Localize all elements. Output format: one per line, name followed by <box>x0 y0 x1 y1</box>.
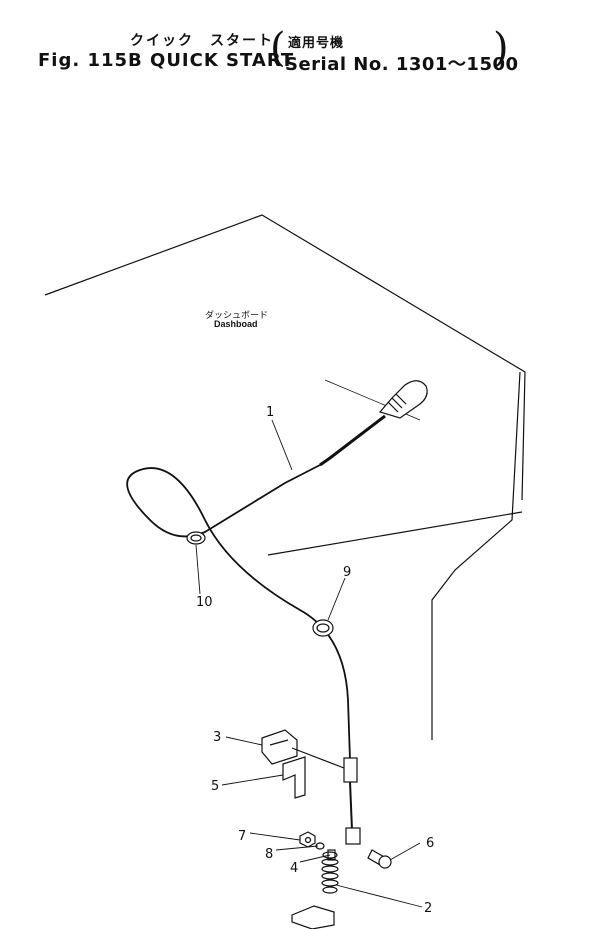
callout-6: 6 <box>426 836 434 851</box>
dashboard-lower-edge <box>267 511 523 556</box>
clamp-10-shape <box>186 531 206 545</box>
cable-main <box>126 464 351 761</box>
spring-2-shape <box>321 851 339 894</box>
cable-end-fitting <box>343 757 358 783</box>
leader-7 <box>249 832 301 841</box>
leader-10 <box>195 544 201 595</box>
callout-5: 5 <box>211 779 219 794</box>
callout-4: 4 <box>290 861 298 876</box>
callout-3: 3 <box>213 730 221 745</box>
callout-2: 2 <box>424 901 432 916</box>
leader-6 <box>389 842 421 861</box>
leader-2 <box>335 884 423 908</box>
leader-4 <box>299 854 331 863</box>
dashboard-side-edge <box>431 371 521 740</box>
leader-9 <box>327 577 346 621</box>
title-english: Fig. 115B QUICK START <box>38 50 295 71</box>
nut-7-shape <box>299 831 316 848</box>
callout-9: 9 <box>343 565 351 580</box>
open-paren: ( <box>270 25 286 71</box>
leader-1 <box>271 419 293 471</box>
control-knob <box>378 380 428 419</box>
plate-5-shape <box>282 756 306 799</box>
clamp-9-shape <box>312 619 334 637</box>
serial-english: Serial No. 1301～1500 <box>285 54 519 75</box>
title-japanese: クイック スタート <box>130 33 274 49</box>
dashboard-label-japanese: ダッシュボード <box>205 311 269 321</box>
callout-7: 7 <box>238 829 246 844</box>
leader-5 <box>221 774 284 786</box>
leader-8 <box>275 845 319 851</box>
dashboard-label-english: Dashboad <box>214 319 258 329</box>
serial-japanese: 適用号機 <box>288 36 345 51</box>
lower-mount-bracket <box>291 905 335 929</box>
bracket-3-shape <box>261 729 298 765</box>
pin-4-shape <box>327 849 336 861</box>
leader-3 <box>225 736 263 746</box>
callout-8: 8 <box>265 847 273 862</box>
cable-housing <box>319 414 386 467</box>
dashboard-panel-outline <box>44 214 526 501</box>
cable-end-clevis <box>345 827 361 845</box>
callout-1: 1 <box>266 405 274 420</box>
callout-10: 10 <box>196 595 213 610</box>
close-paren: ) <box>493 25 509 71</box>
